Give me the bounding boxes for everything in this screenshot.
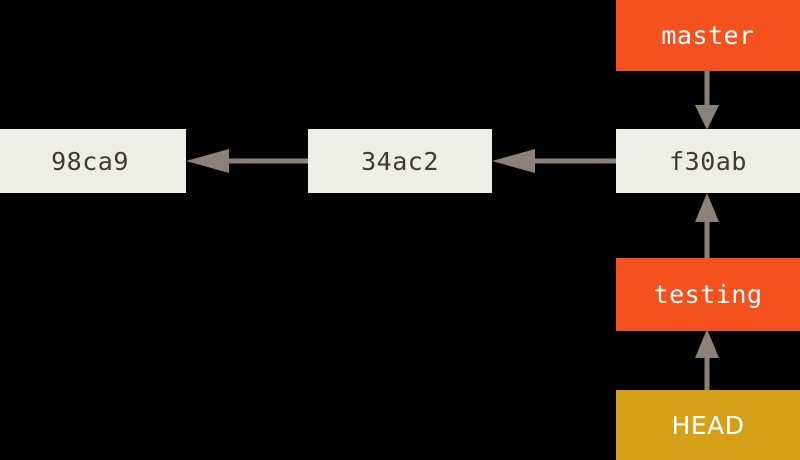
arrow-head-to-testing [695,329,719,390]
branch-name-text: testing [653,280,763,309]
branch-name-text: master [661,21,755,50]
head-pointer-text: HEAD [671,410,745,440]
branch-label-master[interactable]: master [616,0,800,71]
commit-node-98ca9[interactable]: 98ca9 [0,129,186,193]
commit-node-34ac2[interactable]: 34ac2 [308,129,492,193]
commit-hash-text: f30ab [669,146,747,176]
commit-hash-text: 98ca9 [51,146,129,176]
commit-node-f30ab[interactable]: f30ab [616,129,800,193]
arrow-34ac2-to-98ca9 [186,149,308,173]
branch-label-testing[interactable]: testing [616,258,800,331]
arrow-testing-to-f30ab [695,193,719,258]
head-pointer[interactable]: HEAD [616,390,800,460]
arrow-f30ab-to-34ac2 [492,149,616,173]
arrow-master-to-f30ab [695,71,719,130]
commit-hash-text: 34ac2 [361,146,439,176]
